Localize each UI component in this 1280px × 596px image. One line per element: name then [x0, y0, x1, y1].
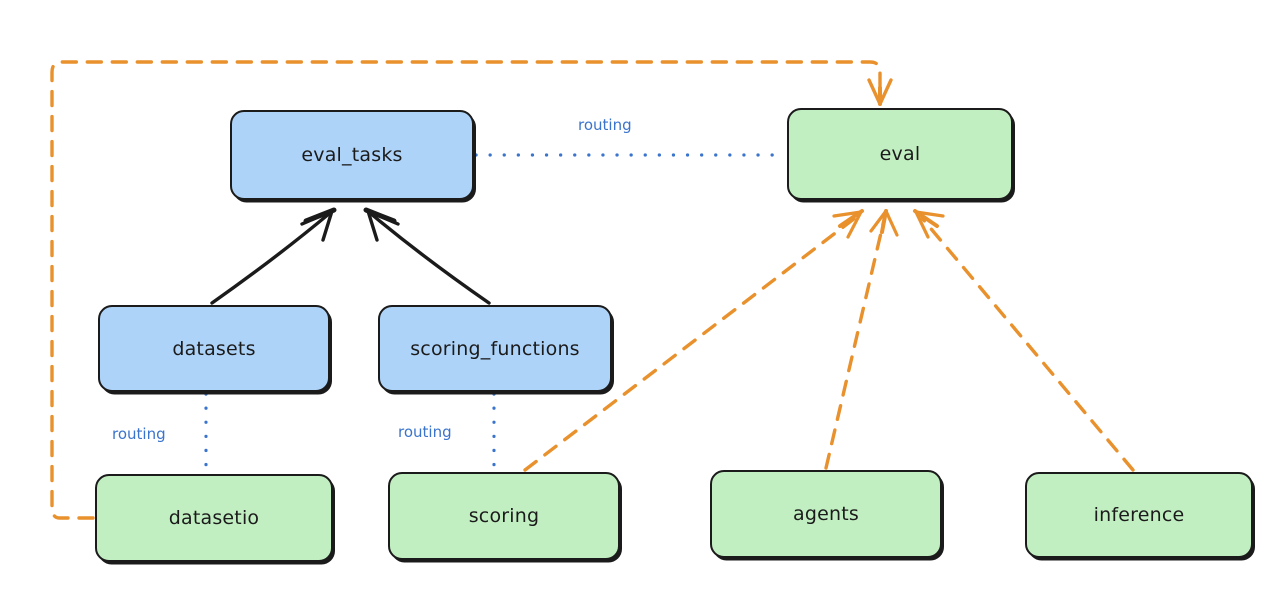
edge-datasets-eval_tasks [210, 207, 337, 305]
node-label-agents: agents [793, 503, 859, 525]
node-scoring-functions[interactable]: scoring_functions [378, 305, 612, 392]
edge-agents-eval [824, 209, 899, 470]
node-label-datasets: datasets [172, 337, 256, 360]
node-datasets[interactable]: datasets [98, 305, 330, 392]
node-label-datasetio: datasetio [168, 507, 260, 529]
node-agents[interactable]: agents [710, 470, 942, 558]
node-inference[interactable]: inference [1025, 472, 1253, 558]
node-label-eval: eval [879, 143, 921, 165]
node-label-eval-tasks: eval_tasks [301, 144, 403, 166]
node-scoring[interactable]: scoring [388, 472, 620, 560]
edge-inference-eval [913, 209, 1135, 472]
node-label-scoring: scoring [468, 505, 540, 527]
edge-scoring_functions-eval_tasks [363, 207, 491, 305]
edge-label-routing-eval_tasks-eval: routing [578, 116, 632, 134]
node-eval-tasks[interactable]: eval_tasks [230, 110, 474, 200]
node-datasetio[interactable]: datasetio [95, 474, 333, 562]
node-eval[interactable]: eval [787, 108, 1013, 200]
edge-scoring-eval [523, 209, 864, 472]
node-label-scoring-functions: scoring_functions [410, 337, 580, 360]
node-label-inference: inference [1093, 504, 1185, 526]
edge-datasetio-eval [50, 60, 893, 520]
edge-label-routing-scoring_functions-scoring: routing [398, 423, 452, 441]
edge-label-routing-datasets-datasetio: routing [112, 425, 166, 443]
